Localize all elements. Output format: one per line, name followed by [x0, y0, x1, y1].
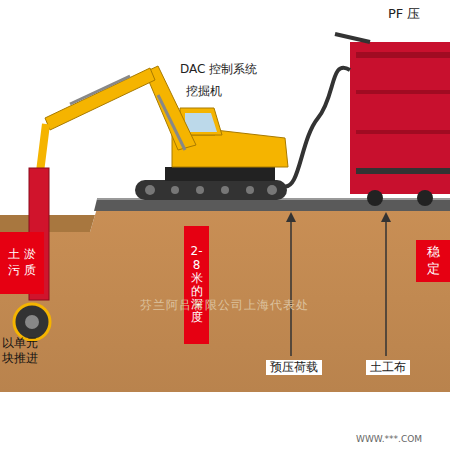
pf-tank: [350, 42, 450, 194]
depth-box: 2-8米的深度: [184, 226, 209, 344]
machine-label: 挖掘机: [186, 84, 246, 99]
wheel: [417, 190, 433, 206]
system-label: DAC 控制系统: [180, 62, 290, 77]
roller: [221, 186, 229, 194]
watermark-url: WWW.***.COM: [356, 434, 446, 445]
pump-mast: [335, 34, 370, 42]
tank-stripe: [356, 90, 450, 94]
tank-stripe: [356, 52, 450, 58]
roller: [196, 186, 204, 194]
cylinder: [70, 76, 130, 104]
roller: [171, 186, 179, 194]
leader-line: [290, 218, 292, 356]
arm: [45, 68, 155, 130]
undercarriage: [165, 167, 275, 181]
hose: [283, 68, 350, 187]
tank-stripe: [356, 130, 450, 134]
arm-link: [40, 124, 46, 172]
stabilize-box: 稳定: [416, 240, 450, 282]
roller: [145, 185, 155, 195]
tank-plate: [356, 168, 450, 174]
box-text: 2-8米的深度: [191, 245, 203, 324]
soil-type-box: 土 淤污 质: [0, 232, 44, 294]
wheel: [367, 190, 383, 206]
preload-layer: [94, 199, 450, 211]
cylinder: [158, 95, 185, 150]
cab-window: [185, 113, 217, 132]
arrowhead: [286, 212, 296, 222]
roller: [246, 186, 254, 194]
box-text: 稳定: [421, 244, 445, 278]
arrowhead: [381, 212, 391, 222]
geotextile-label: 土工布: [366, 360, 410, 375]
roller: [267, 185, 277, 195]
mixing-hub: [25, 315, 39, 329]
watermark: 芬兰阿吕有限公司上海代表处: [140, 298, 380, 313]
mixing-head: [14, 304, 50, 340]
leader-line: [385, 218, 387, 356]
box-text: 土 淤污 质: [5, 247, 39, 278]
truck-label: PF 压: [388, 6, 448, 22]
soil: [0, 205, 450, 392]
track: [135, 180, 287, 200]
advance-note: 以单元 块推进: [2, 336, 42, 366]
preload-label: 预压荷载: [266, 360, 322, 375]
